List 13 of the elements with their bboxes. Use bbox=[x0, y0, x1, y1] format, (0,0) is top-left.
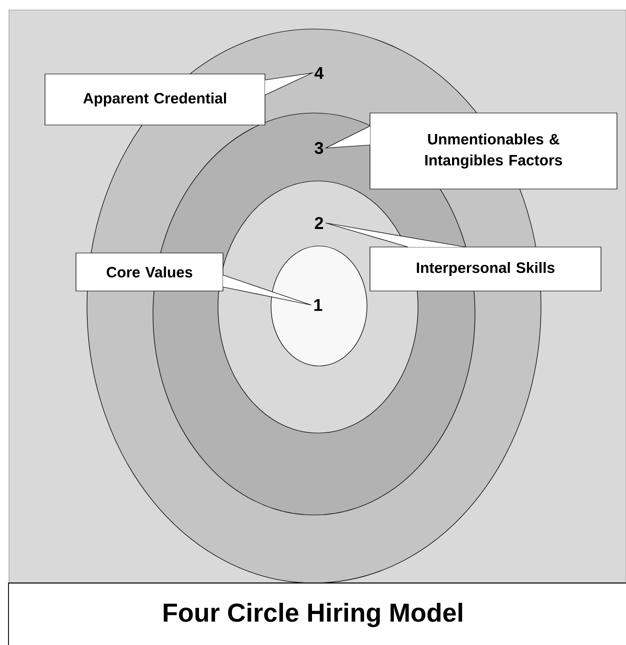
ring bbox=[270, 246, 368, 366]
number-label: 1 bbox=[314, 299, 322, 311]
callout-box: Core Values bbox=[76, 252, 224, 292]
number-label: 2 bbox=[314, 217, 324, 229]
callout-box: Apparent Credential bbox=[44, 74, 266, 126]
callout-box: Unmentionables & Intangibles Factors bbox=[370, 112, 618, 190]
leader-line bbox=[326, 222, 466, 248]
number-label: 3 bbox=[314, 142, 324, 154]
leader-line bbox=[324, 126, 370, 148]
number-label: 4 bbox=[314, 67, 324, 79]
title-box: Four Circle Hiring Model bbox=[8, 582, 626, 645]
leader-line bbox=[264, 72, 314, 96]
leader-line bbox=[222, 274, 312, 306]
